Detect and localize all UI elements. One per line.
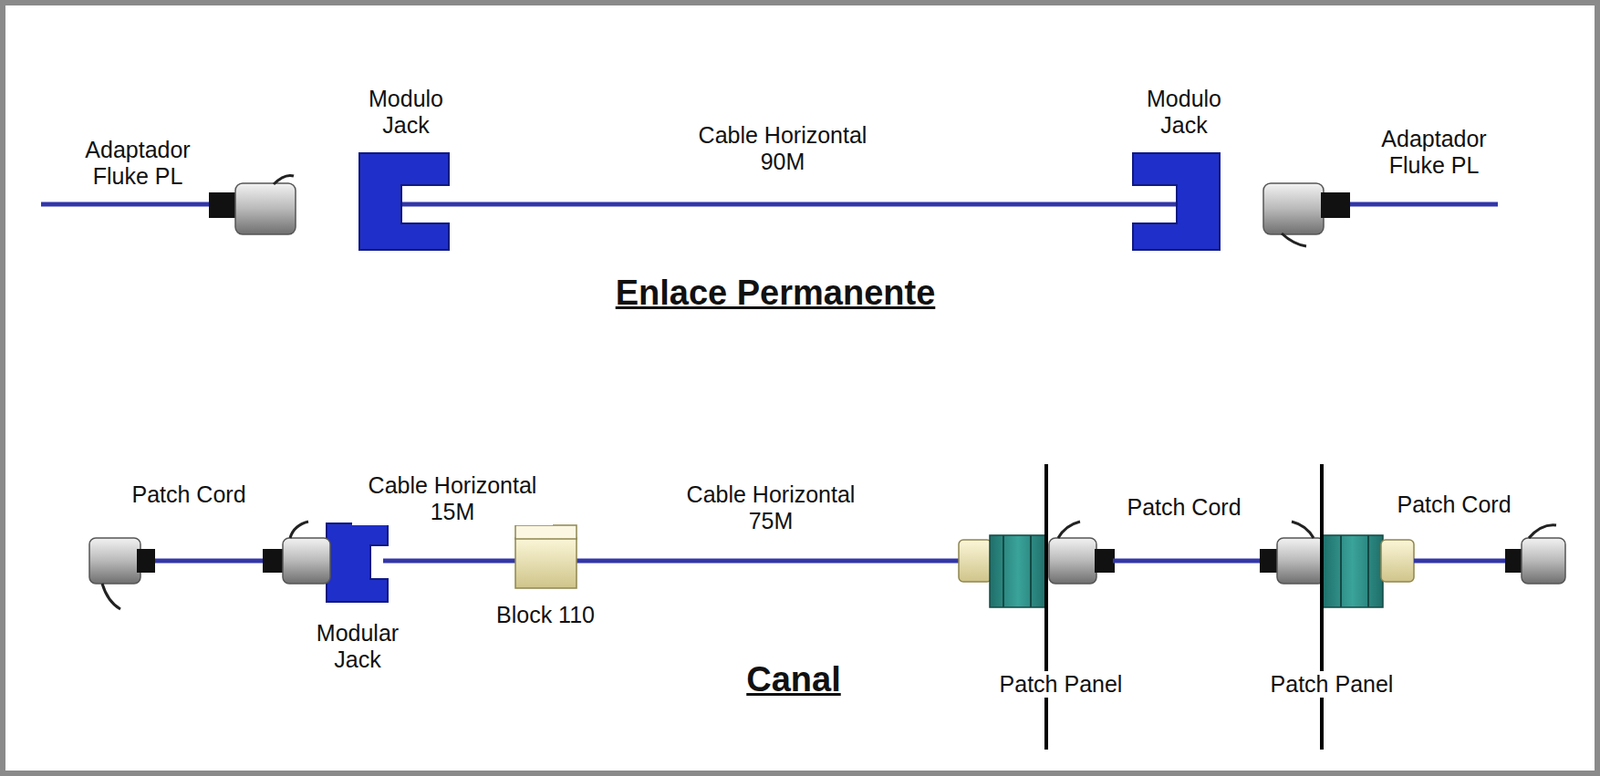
part-label: Patch Panel: [1267, 671, 1398, 698]
part-label: Block 110: [492, 602, 599, 629]
part-label: Patch Panel: [996, 671, 1127, 698]
part-label: Patch Cord: [1392, 491, 1515, 519]
part-label: Cable Horizontal 75M: [670, 481, 872, 535]
part-label: Patch Cord: [127, 481, 250, 509]
part-label: Patch Cord: [1122, 494, 1245, 521]
channel: [89, 464, 1566, 750]
part-label: Adaptador Fluke PL: [69, 136, 207, 190]
section-title: Canal: [742, 660, 844, 701]
section-title: Enlace Permanente: [612, 273, 940, 314]
part-label: Modulo Jack: [358, 85, 454, 139]
part-label: Cable Horizontal 15M: [352, 472, 553, 526]
part-label: Adaptador Fluke PL: [1365, 125, 1503, 179]
part-label: Modulo Jack: [1136, 85, 1232, 139]
part-label: Cable Horizontal 90M: [682, 122, 884, 176]
part-label: Modular Jack: [310, 620, 406, 674]
